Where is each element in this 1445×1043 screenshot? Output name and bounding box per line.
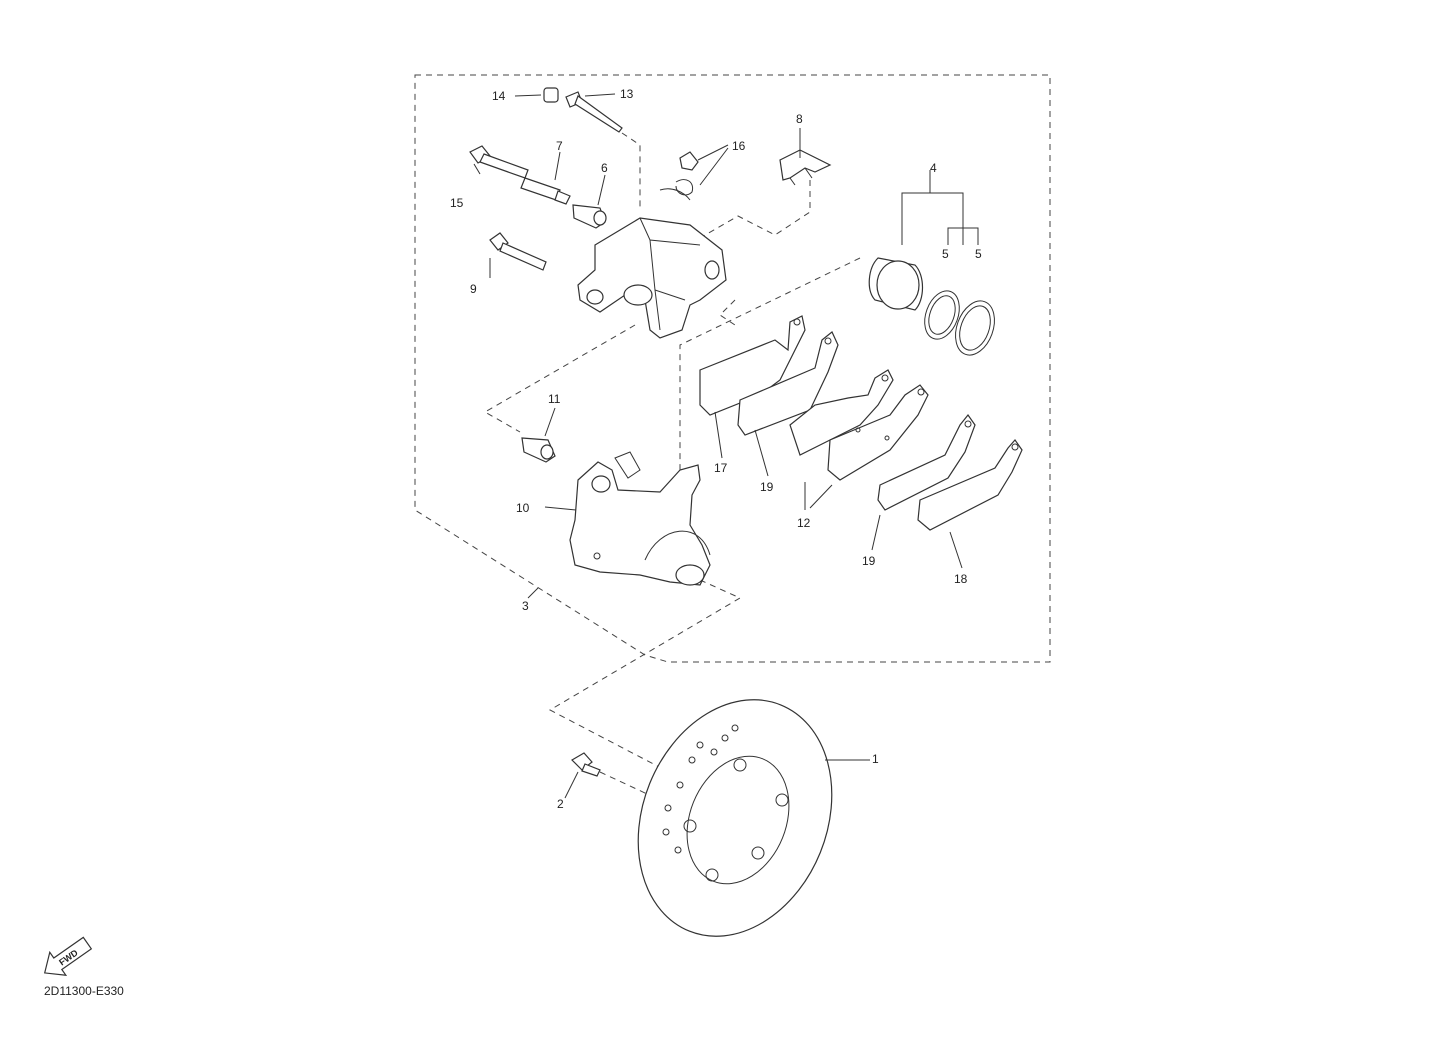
part-5-piston-seal-2	[955, 300, 995, 356]
label-part-8: 8	[796, 112, 803, 126]
guide-line-piston	[679, 257, 861, 470]
part-18-pad-shim	[917, 439, 1023, 531]
label-part-11: 11	[548, 392, 561, 406]
part-8-pad-spring	[779, 149, 832, 186]
label-part-19-lower: 19	[862, 554, 876, 568]
guide-line-disc	[548, 579, 742, 771]
part-6-boot	[572, 204, 607, 229]
guide-line-bracket	[719, 299, 736, 326]
leader-lines	[473, 93, 979, 799]
fwd-arrow-icon: FWD	[43, 936, 93, 976]
part-1-brake-disc	[637, 699, 833, 937]
label-part-15: 15	[450, 196, 464, 210]
label-part-12: 12	[797, 516, 811, 530]
part-15-bolt	[469, 145, 529, 179]
diagram-code: 2D11300-E330	[44, 984, 124, 998]
part-7-slide-pin	[520, 177, 571, 205]
part-14-bleed-cap	[543, 87, 559, 103]
label-part-6: 6	[601, 161, 608, 175]
part-19-brake-pad-upper	[737, 331, 839, 436]
part-4-piston	[868, 257, 924, 311]
label-part-10: 10	[516, 501, 530, 515]
part-16-bleed-screw	[659, 151, 699, 201]
label-part-16: 16	[732, 139, 746, 153]
part-17-pad-shim	[699, 315, 806, 416]
label-part-17: 17	[714, 461, 728, 475]
label-part-5-b: 5	[975, 247, 982, 261]
label-part-19-upper: 19	[760, 480, 774, 494]
label-part-5-a: 5	[942, 247, 949, 261]
label-part-7: 7	[556, 139, 563, 153]
part-9-bolt	[489, 232, 547, 271]
label-part-3: 3	[522, 599, 529, 613]
part-13-pad-pin	[565, 91, 623, 133]
label-part-14: 14	[492, 89, 506, 103]
part-5-piston-seal-1	[924, 290, 960, 340]
part-2-disc-bolt	[571, 752, 601, 777]
label-part-1: 1	[872, 752, 879, 766]
part-11-sleeve	[521, 437, 556, 463]
guide-line-pad-pin	[621, 132, 641, 210]
label-part-9: 9	[470, 282, 477, 296]
part-10-caliper-bracket	[569, 451, 711, 586]
guide-line-pad-spring	[699, 180, 811, 239]
part-19-brake-pad-lower	[877, 413, 976, 511]
guide-line-sleeve	[483, 324, 636, 433]
part-12-pad-support	[789, 369, 929, 481]
label-part-2: 2	[557, 797, 564, 811]
label-part-4: 4	[930, 161, 937, 175]
label-part-18: 18	[954, 572, 968, 586]
caliper-body	[577, 217, 727, 339]
label-part-13: 13	[620, 87, 634, 101]
